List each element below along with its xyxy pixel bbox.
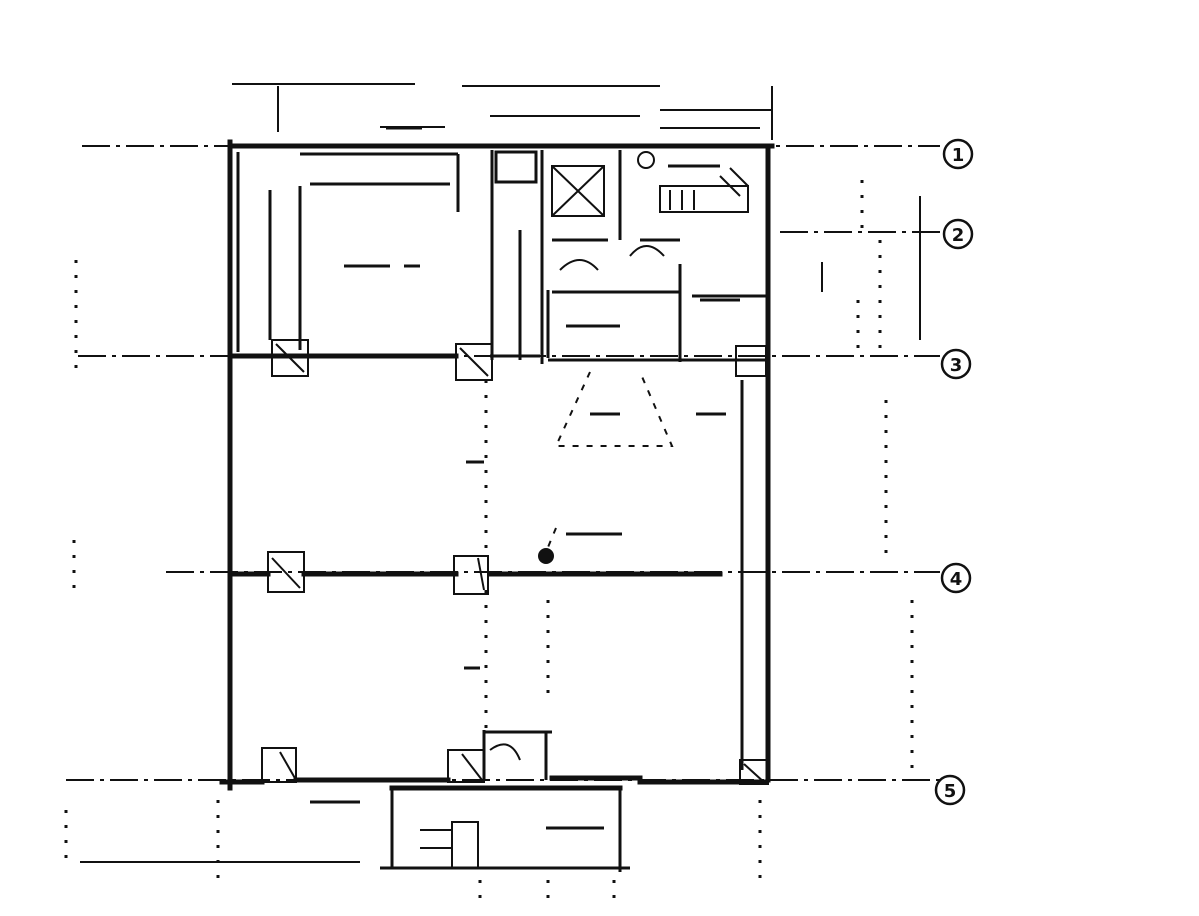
grid-bubble-4: 4 bbox=[940, 562, 972, 594]
grid-bubble-5: 5 bbox=[934, 774, 966, 806]
grid-label-3: 3 bbox=[950, 355, 963, 376]
structural-columns bbox=[261, 339, 769, 785]
grid-lines bbox=[66, 145, 940, 863]
side-dimension-lines bbox=[64, 180, 921, 860]
top-dimension-lines bbox=[232, 83, 773, 140]
building-core bbox=[494, 150, 749, 271]
entry-vestibule bbox=[380, 730, 630, 872]
grid-bubble-3: 3 bbox=[940, 348, 972, 380]
survey-point-marker bbox=[538, 548, 554, 564]
exterior-walls bbox=[219, 139, 775, 791]
interior-walls bbox=[231, 150, 768, 770]
grid-bubble-1: 1 bbox=[942, 138, 974, 170]
grid-label-1: 1 bbox=[952, 145, 965, 166]
room-label-marks bbox=[310, 126, 740, 830]
dashed-layout-lines bbox=[216, 371, 762, 900]
grid-label-4: 4 bbox=[950, 569, 963, 590]
grid-label-2: 2 bbox=[952, 225, 965, 246]
grid-label-5: 5 bbox=[944, 781, 957, 802]
grid-bubble-2: 2 bbox=[942, 218, 974, 250]
